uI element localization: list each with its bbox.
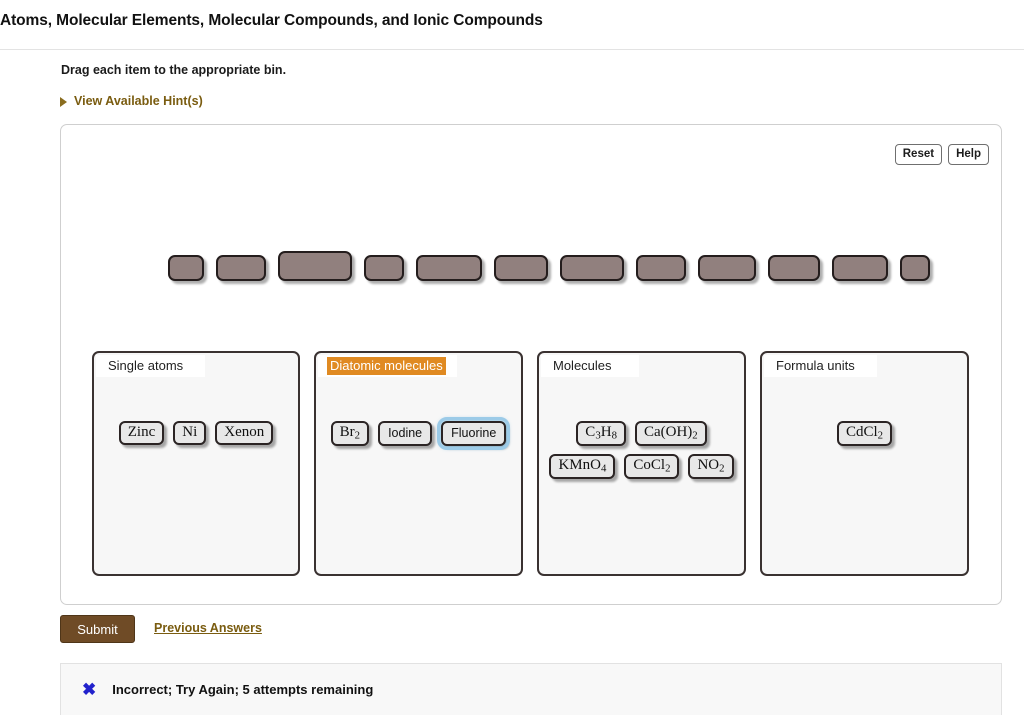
drag-slot-placeholder[interactable] <box>900 255 930 281</box>
triangle-right-icon <box>60 96 67 107</box>
drag-slot-placeholder[interactable] <box>560 255 624 281</box>
bin-label: Diatomic molecules <box>327 357 446 375</box>
drag-slot-placeholder[interactable] <box>636 255 686 281</box>
bin-label: Molecules <box>553 358 612 373</box>
bin-label-strip: Diatomic molecules <box>318 355 457 377</box>
help-button[interactable]: Help <box>948 144 989 166</box>
drag-source-placeholder-row <box>168 239 968 281</box>
drag-slot-placeholder[interactable] <box>768 255 820 281</box>
drag-slot-placeholder[interactable] <box>278 251 352 281</box>
drag-slot-placeholder[interactable] <box>832 255 888 281</box>
draggable-tile[interactable]: Br2 <box>330 421 370 447</box>
draggable-tile[interactable]: C3H8 <box>576 421 626 446</box>
bin-label-strip: Single atoms <box>96 355 205 377</box>
drag-slot-placeholder[interactable] <box>494 255 548 281</box>
draggable-tile[interactable]: Iodine <box>378 421 433 447</box>
draggable-tile[interactable]: Ca(OH)2 <box>634 421 707 446</box>
draggable-tile[interactable]: KMnO4 <box>549 453 616 479</box>
drag-slot-placeholder[interactable] <box>168 255 204 281</box>
draggable-tile[interactable]: NO2 <box>688 453 734 479</box>
bin-label-strip: Formula units <box>764 355 877 377</box>
draggable-tile[interactable]: Xenon <box>215 421 274 446</box>
header-divider <box>0 49 1024 50</box>
draggable-tile[interactable]: Fluorine <box>437 416 511 451</box>
panel-toolbar: Reset Help <box>894 144 989 166</box>
drag-slot-placeholder[interactable] <box>416 255 482 281</box>
instruction-text: Drag each item to the appropriate bin. <box>61 63 287 77</box>
drag-slot-placeholder[interactable] <box>364 255 404 281</box>
view-hints-toggle[interactable]: View Available Hint(s) <box>60 94 203 108</box>
bin-label-strip: Molecules <box>541 355 639 377</box>
bin-items: CdCl2 <box>762 421 967 446</box>
drag-slot-placeholder[interactable] <box>216 255 266 281</box>
bin-label: Single atoms <box>108 358 184 373</box>
view-hints-label: View Available Hint(s) <box>74 94 203 108</box>
previous-answers-link[interactable]: Previous Answers <box>154 621 262 635</box>
draggable-tile[interactable]: Zinc <box>118 421 165 446</box>
page-title: Atoms, Molecular Elements, Molecular Com… <box>0 12 543 29</box>
feedback-bar: ✖ Incorrect; Try Again; 5 attempts remai… <box>60 663 1002 715</box>
bin-items: Zinc Ni Xenon <box>94 421 298 446</box>
submit-button[interactable]: Submit <box>60 615 135 643</box>
drag-slot-placeholder[interactable] <box>698 255 756 281</box>
feedback-text: Incorrect; Try Again; 5 attempts remaini… <box>112 682 374 697</box>
bin-label: Formula units <box>776 358 855 373</box>
x-mark-icon: ✖ <box>82 680 97 699</box>
draggable-tile[interactable]: Ni <box>173 421 207 446</box>
reset-button[interactable]: Reset <box>894 144 943 166</box>
draggable-tile[interactable]: CdCl2 <box>836 421 893 446</box>
draggable-tile[interactable]: CoCl2 <box>624 453 680 479</box>
